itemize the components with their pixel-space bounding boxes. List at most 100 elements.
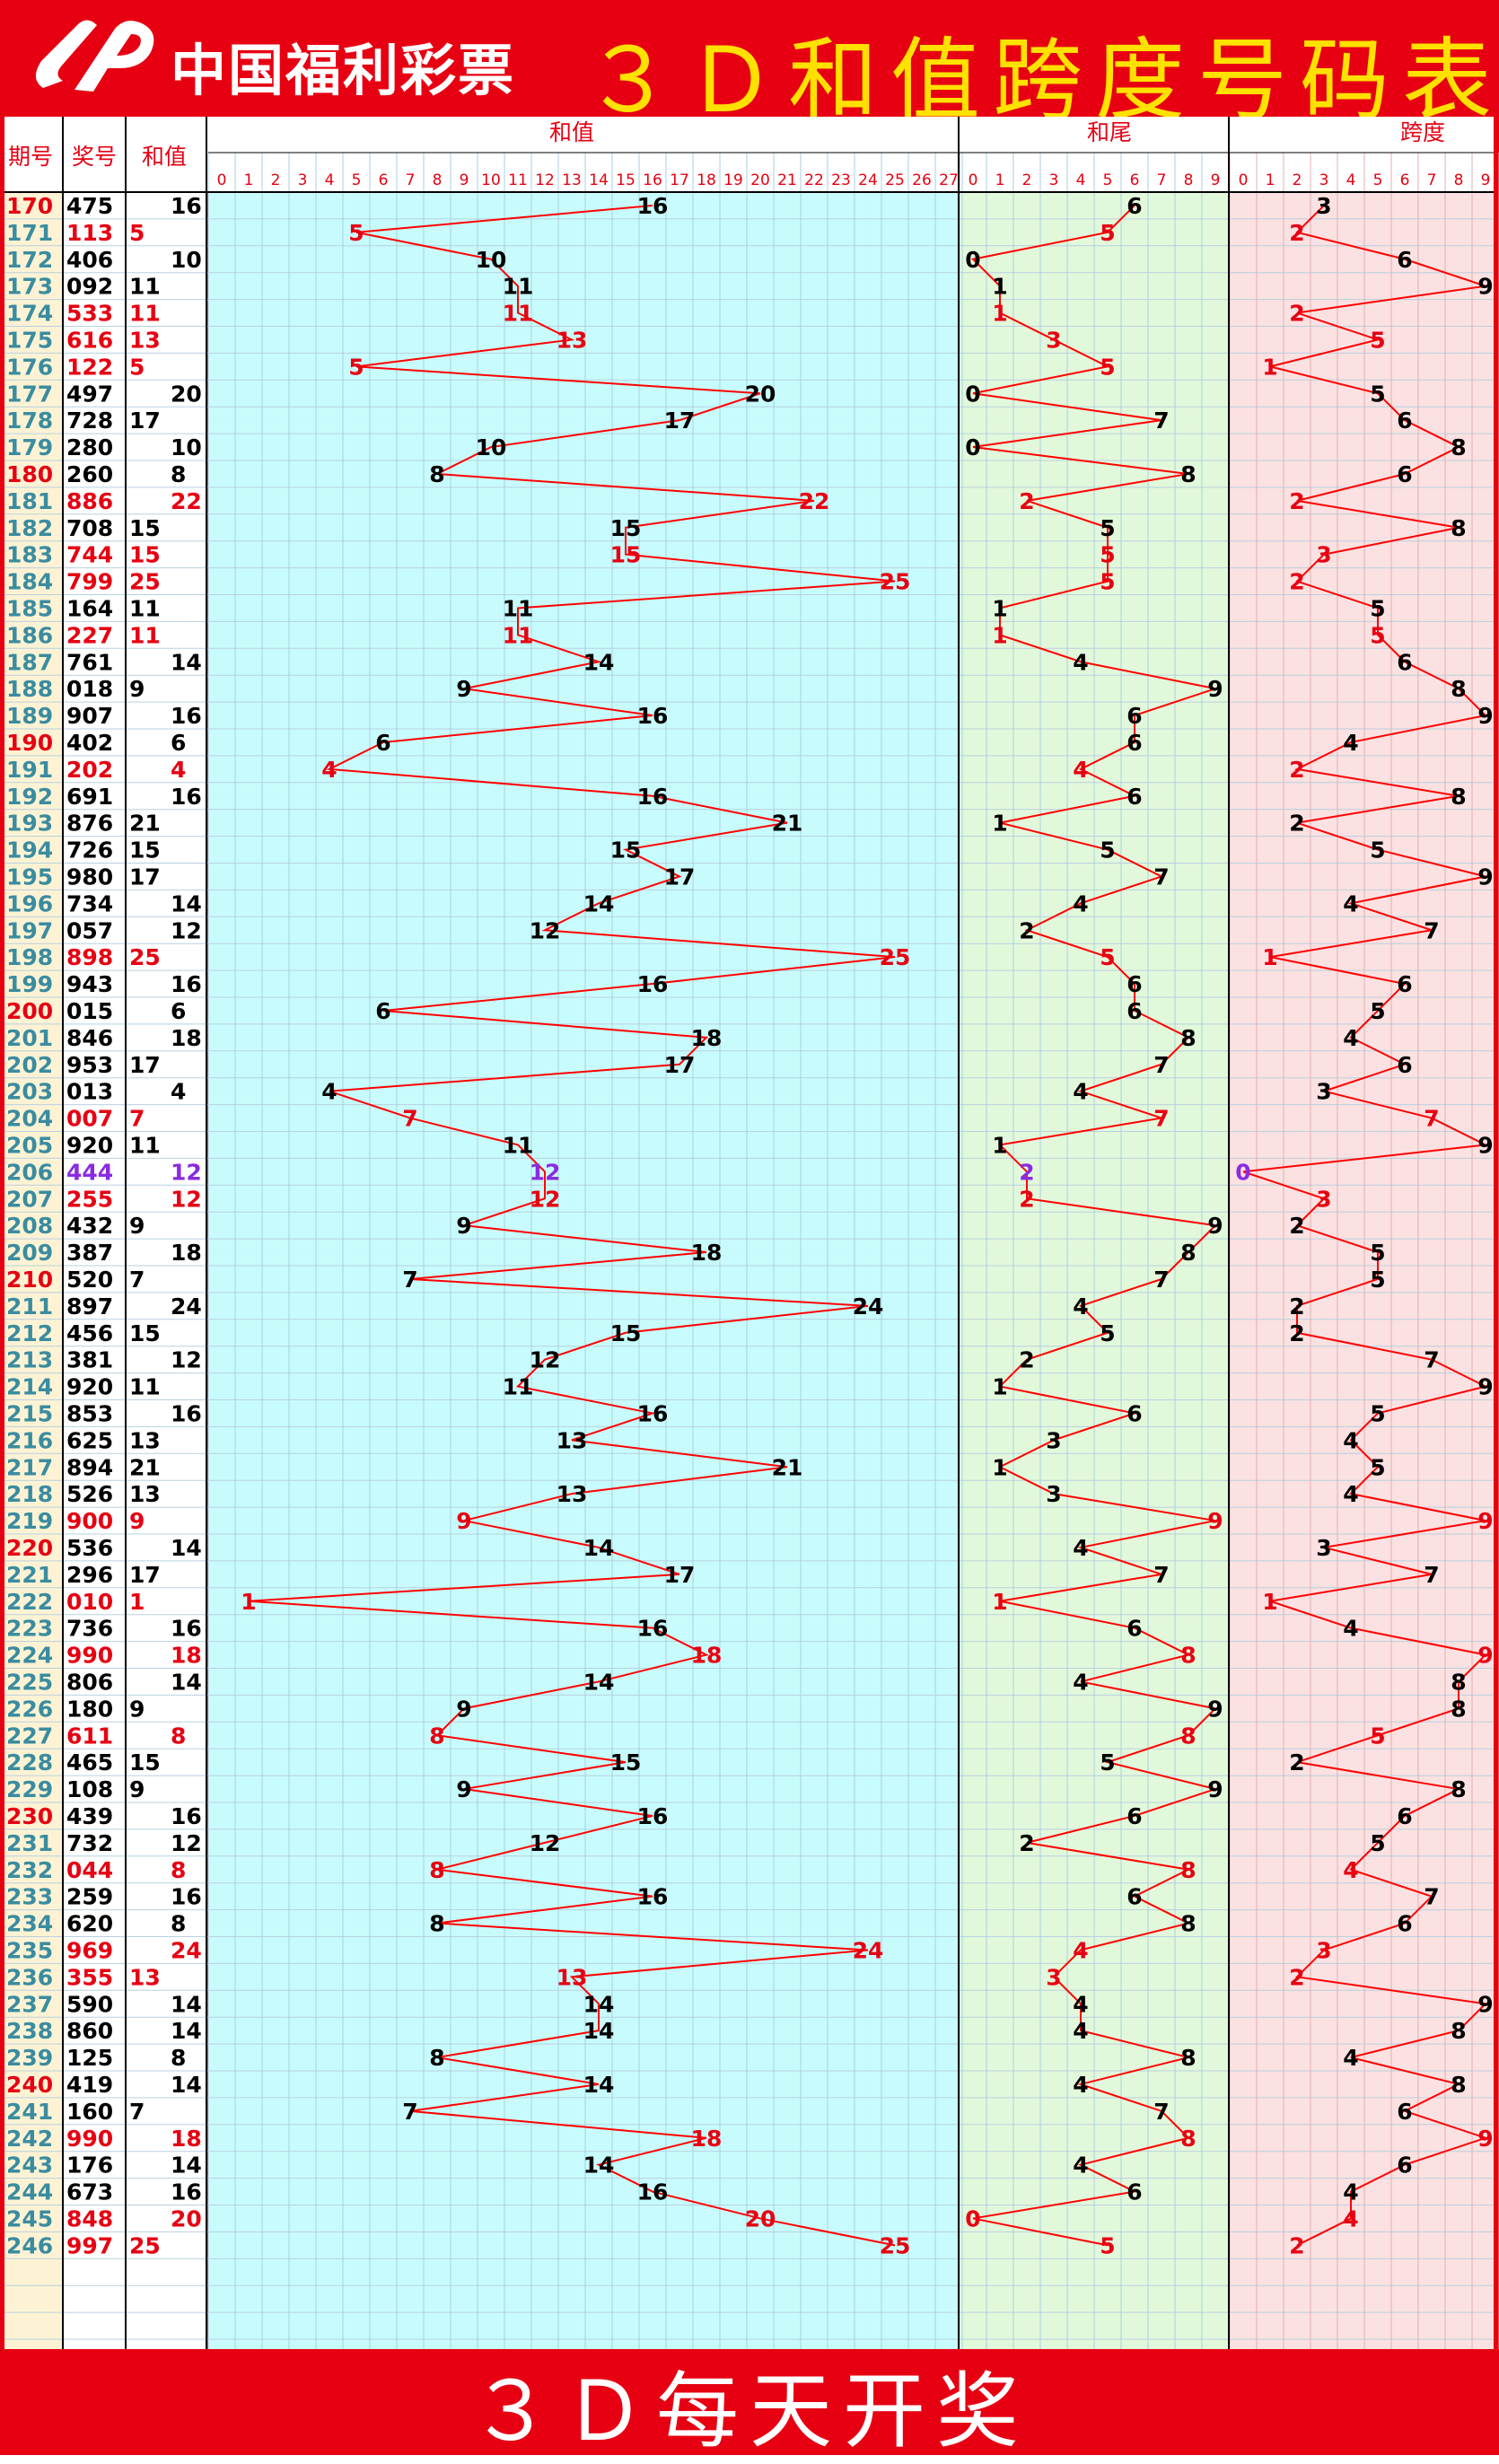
period-cell: 170 <box>6 193 53 219</box>
number-cell: 761 <box>66 649 113 675</box>
period-cell: 197 <box>6 917 53 943</box>
span-mark: 7 <box>1424 1884 1439 1910</box>
tail-mark: 4 <box>1073 2153 1088 2179</box>
period-cell: 189 <box>6 703 53 729</box>
sum-cell: 13 <box>129 327 161 353</box>
number-cell: 497 <box>66 381 113 407</box>
tail-mark: 6 <box>1126 703 1142 729</box>
sum-cell: 15 <box>129 1749 161 1776</box>
span-mark: 2 <box>1289 1320 1304 1346</box>
span-axis-tick: 1 <box>1266 171 1275 189</box>
sum-mark: 16 <box>637 1400 669 1426</box>
span-axis-tick: 0 <box>1239 171 1249 189</box>
period-cell: 236 <box>6 1964 53 1990</box>
sum-cell: 6 <box>171 730 186 756</box>
sum-mark: 13 <box>557 1481 588 1507</box>
sum-cell: 24 <box>171 1937 202 1963</box>
sum-mark: 24 <box>853 1293 884 1320</box>
period-cell: 173 <box>6 274 53 300</box>
number-cell: 969 <box>66 1937 113 1963</box>
sum-axis-tick: 26 <box>912 171 932 189</box>
period-cell: 198 <box>6 944 53 970</box>
span-mark: 9 <box>1477 1132 1493 1158</box>
sum-axis-tick: 12 <box>535 171 555 189</box>
tail-mark: 1 <box>992 595 1007 621</box>
tail-mark: 4 <box>1073 1991 1088 2017</box>
sum-cell: 7 <box>129 1106 145 1132</box>
tail-mark: 1 <box>992 274 1007 300</box>
tail-mark: 4 <box>1073 1079 1088 1105</box>
number-cell: 860 <box>66 2018 113 2044</box>
tail-mark: 6 <box>1126 1616 1142 1642</box>
number-cell: 673 <box>66 2179 113 2205</box>
sum-mark: 14 <box>583 1535 615 1561</box>
span-axis-tick: 2 <box>1293 171 1302 189</box>
number-cell: 726 <box>66 837 113 864</box>
sum-axis-tick: 2 <box>271 171 281 189</box>
sum-cell: 25 <box>129 944 161 970</box>
period-cell: 239 <box>6 2045 53 2071</box>
number-cell: 620 <box>66 1911 113 1937</box>
span-mark: 9 <box>1477 1991 1493 2017</box>
sum-mark: 12 <box>530 1159 561 1185</box>
tail-mark: 6 <box>1126 730 1142 756</box>
span-mark: 0 <box>1235 1159 1250 1185</box>
sum-mark: 8 <box>429 2045 444 2071</box>
sum-axis-tick: 19 <box>723 171 743 189</box>
sum-cell: 8 <box>171 461 186 487</box>
sum-mark: 12 <box>530 1347 561 1373</box>
brand-name: 中国福利彩票 <box>171 38 516 103</box>
sum-cell: 8 <box>171 1911 186 1937</box>
sum-cell: 9 <box>129 676 145 702</box>
number-cell: 953 <box>66 1052 113 1078</box>
number-cell: 255 <box>66 1186 113 1212</box>
sum-cell: 25 <box>129 569 161 595</box>
tail-mark: 9 <box>1207 1213 1223 1239</box>
span-mark: 4 <box>1343 1616 1358 1642</box>
number-cell: 943 <box>66 971 113 997</box>
period-cell: 201 <box>6 1025 53 1051</box>
sum-axis-tick: 25 <box>885 171 905 189</box>
sum-mark: 11 <box>503 274 534 300</box>
span-mark: 5 <box>1370 1267 1385 1293</box>
sum-mark: 18 <box>691 1643 723 1669</box>
sum-cell: 5 <box>129 354 145 380</box>
number-cell: 176 <box>66 2153 113 2179</box>
tail-mark: 6 <box>1126 784 1142 810</box>
sum-cell: 20 <box>171 381 202 407</box>
period-cell: 237 <box>6 1991 53 2017</box>
span-mark: 6 <box>1397 461 1412 487</box>
span-mark: 6 <box>1397 649 1412 675</box>
span-mark: 1 <box>1262 944 1277 970</box>
tail-mark: 4 <box>1073 2072 1088 2098</box>
number-cell: 590 <box>66 1991 113 2017</box>
period-cell: 218 <box>6 1481 53 1507</box>
number-cell: 387 <box>66 1240 113 1266</box>
number-cell: 736 <box>66 1616 113 1642</box>
span-mark: 4 <box>1343 1025 1358 1051</box>
sum-mark: 7 <box>402 1267 417 1293</box>
period-cell: 215 <box>6 1400 53 1426</box>
period-cell: 206 <box>6 1159 53 1185</box>
span-mark: 6 <box>1397 1911 1412 1937</box>
number-cell: 920 <box>66 1374 113 1400</box>
period-cell: 183 <box>6 542 53 568</box>
sum-cell: 18 <box>171 1025 202 1051</box>
period-cell: 223 <box>6 1616 53 1642</box>
number-cell: 355 <box>66 1964 113 1990</box>
sum-cell: 16 <box>171 784 202 810</box>
span-axis-tick: 8 <box>1454 171 1464 189</box>
sum-axis-tick: 20 <box>750 171 770 189</box>
sum-axis-tick: 5 <box>352 171 362 189</box>
tail-axis-tick: 2 <box>1022 171 1032 189</box>
sum-mark: 11 <box>503 1374 534 1400</box>
sum-mark: 7 <box>402 1106 417 1132</box>
tail-mark: 4 <box>1073 1535 1088 1561</box>
tail-mark: 7 <box>1153 2099 1169 2125</box>
sum-mark: 9 <box>456 1776 471 1802</box>
period-cell: 225 <box>6 1669 53 1695</box>
tail-mark: 4 <box>1073 890 1088 916</box>
sum-mark: 25 <box>880 944 911 970</box>
